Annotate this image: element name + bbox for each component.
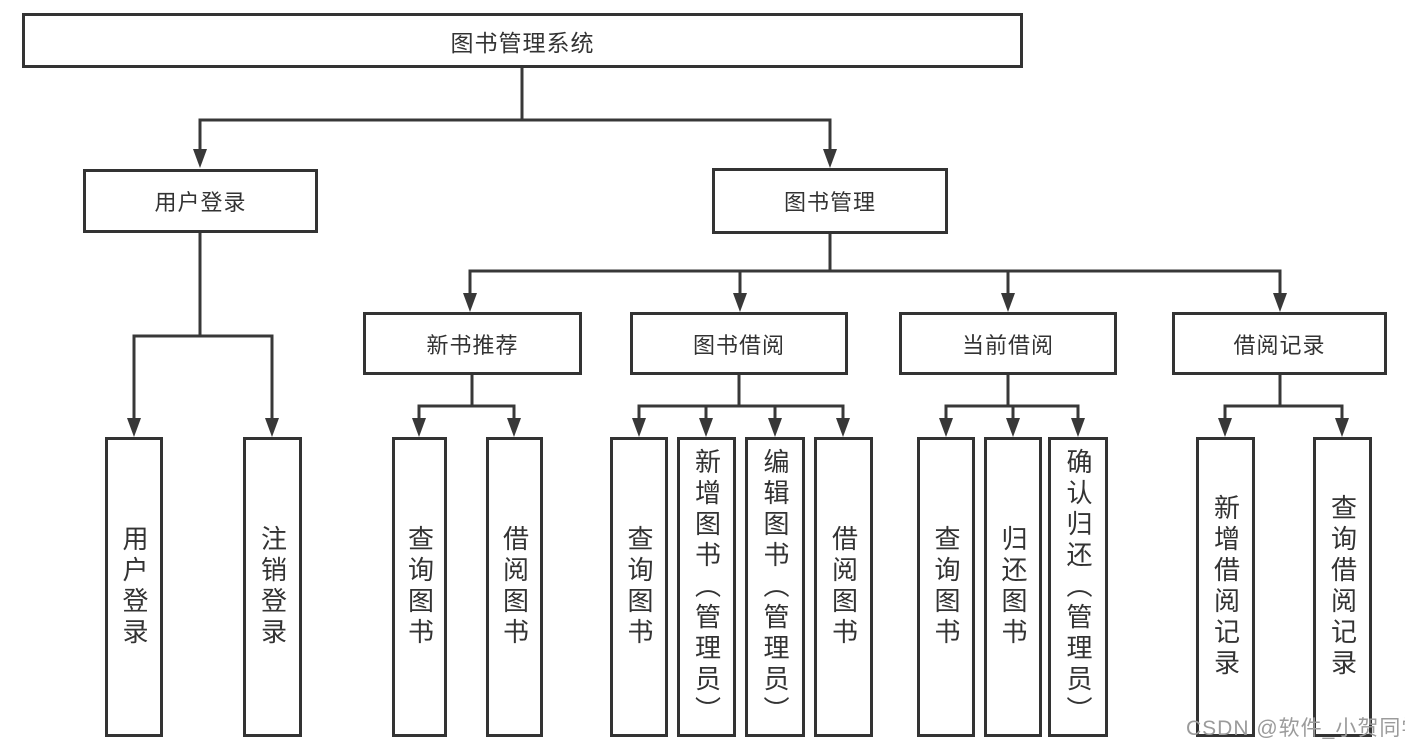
arrowhead xyxy=(1273,293,1287,312)
arrowhead xyxy=(193,149,207,168)
leaf-borrow-books-2: 借阅图书 xyxy=(814,437,873,737)
leaf-label: 确认归还（管理员） xyxy=(1063,447,1093,727)
connector-book-mgmt-branch xyxy=(468,232,1282,296)
arrowhead xyxy=(1006,418,1020,437)
leaf-label: 注销登录 xyxy=(257,525,288,649)
node-current-borrowing: 当前借阅 xyxy=(899,312,1117,375)
leaf-label: 借阅图书 xyxy=(499,525,530,649)
arrowhead xyxy=(823,149,837,168)
leaf-edit-books-admin: 编辑图书（管理员） xyxy=(745,437,805,737)
leaf-label: 新增图书（管理员） xyxy=(691,447,722,727)
leaf-label: 查询图书 xyxy=(931,525,961,649)
connector-book-borrow-branch xyxy=(637,373,845,421)
node-new-book-recommend: 新书推荐 xyxy=(363,312,582,375)
leaf-query-books-1: 查询图书 xyxy=(392,437,447,737)
leaf-label: 查询图书 xyxy=(624,525,654,649)
leaf-label: 查询图书 xyxy=(404,525,435,649)
connector-borrow-records-branch xyxy=(1223,373,1344,421)
connector-new-books-branch xyxy=(417,373,516,421)
leaf-return-books: 归还图书 xyxy=(984,437,1042,737)
leaf-query-books-2: 查询图书 xyxy=(610,437,668,737)
arrowhead xyxy=(939,418,953,437)
node-book-borrowing: 图书借阅 xyxy=(630,312,848,375)
arrowhead xyxy=(1218,418,1232,437)
leaf-query-books-3: 查询图书 xyxy=(917,437,975,737)
arrowhead xyxy=(463,293,477,312)
arrowhead xyxy=(507,418,521,437)
connector-user-login-branch xyxy=(132,231,274,421)
leaf-add-books-admin: 新增图书（管理员） xyxy=(677,437,736,737)
leaf-label: 查询借阅记录 xyxy=(1327,494,1358,680)
arrowhead xyxy=(836,418,850,437)
arrowhead xyxy=(699,418,713,437)
node-user-login: 用户登录 xyxy=(83,169,318,233)
arrowhead xyxy=(412,418,426,437)
arrowhead xyxy=(768,418,782,437)
leaf-label: 新增借阅记录 xyxy=(1210,494,1241,680)
arrowhead xyxy=(632,418,646,437)
leaf-query-borrow-record: 查询借阅记录 xyxy=(1313,437,1372,737)
arrowheads xyxy=(127,149,1349,437)
leaf-label: 借阅图书 xyxy=(828,525,859,649)
connector-current-borrow-branch xyxy=(944,373,1080,421)
leaf-user-login: 用户登录 xyxy=(105,437,163,737)
arrowhead xyxy=(265,418,279,437)
leaf-add-borrow-record: 新增借阅记录 xyxy=(1196,437,1255,737)
node-book-management: 图书管理 xyxy=(712,168,948,234)
leaf-confirm-return-admin: 确认归还（管理员） xyxy=(1048,437,1108,737)
node-borrowing-records: 借阅记录 xyxy=(1172,312,1387,375)
leaf-logout: 注销登录 xyxy=(243,437,302,737)
leaf-label: 用户登录 xyxy=(119,525,149,649)
csdn-watermark: CSDN @软件_小贺同学 xyxy=(1186,717,1405,740)
arrowhead xyxy=(127,418,141,437)
arrowhead xyxy=(733,293,747,312)
arrowhead xyxy=(1335,418,1349,437)
leaf-label: 编辑图书（管理员） xyxy=(760,447,790,727)
connector-root-to-level1 xyxy=(198,66,832,152)
node-root: 图书管理系统 xyxy=(22,13,1023,68)
leaf-borrow-books-1: 借阅图书 xyxy=(486,437,543,737)
arrowhead xyxy=(1071,418,1085,437)
leaf-label: 归还图书 xyxy=(998,525,1028,649)
arrowhead xyxy=(1001,293,1015,312)
